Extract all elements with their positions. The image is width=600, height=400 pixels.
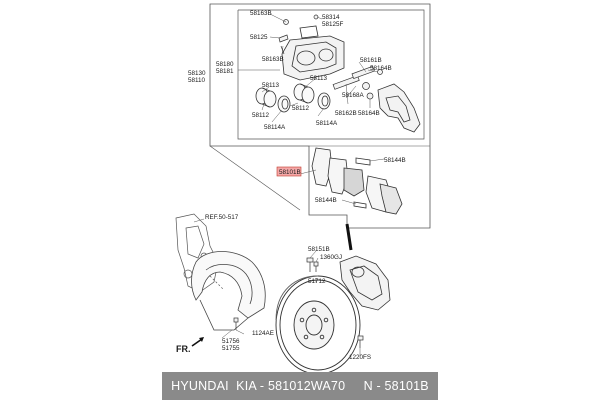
label-58314: 58314 [322,14,340,21]
mounting-bolts [233,257,364,348]
label-58130: 58130 [188,70,206,77]
label-58161B: 58161B [360,57,382,64]
highlight-58101B [276,166,302,177]
label-58113: 58113 [310,75,328,82]
label-58125: 58125 [250,34,268,41]
label-58125F: 58125F [322,21,344,28]
caliper-assembly-frame [209,3,431,251]
label-58110: 58110 [188,77,206,84]
label-58162B: 58162B [335,110,357,117]
label-58180: 58180 [216,61,234,68]
label-58114A: 58114A [316,120,338,127]
label-51756: 51756 [222,338,240,345]
label-58163B: 58163B [250,10,272,17]
label-58144B: 58144B [315,197,337,204]
label-58114A: 58114A [264,124,286,131]
guide-pins [278,14,383,100]
label-58112: 58112 [252,112,270,119]
caliper-bracket [377,83,421,133]
steering-knuckle [175,213,225,293]
label-51755: 51755 [222,345,240,352]
part-labels: 58163B 58314 58125F 58125 58163B 58180 5… [176,10,406,361]
label-1360GJ: 1360GJ [320,254,342,261]
caliper-housing [281,25,345,81]
dust-shield [191,251,266,331]
label-58164B: 58164B [370,65,392,72]
label-58181: 58181 [216,68,234,75]
brake-disc [275,275,361,372]
label-1124AE: 1124AE [252,330,274,337]
label-58112: 58112 [292,105,310,112]
label-58113: 58113 [262,82,280,89]
label-58101B: 58101B [279,169,301,176]
label-51712: 51712 [308,278,326,285]
front-direction-arrow [191,337,204,347]
label-58144B: 58144B [384,157,406,164]
label-58151B: 58151B [308,246,330,253]
leader-lines [193,13,385,356]
part-number-caption: HYUNDAI KIA - 581012WA70 N - 58101B [162,372,438,400]
piston-seal-kit [255,83,331,113]
brake-assembly-diagram: 58163B 58314 58125F 58125 58163B 58180 5… [175,3,431,372]
label-58168A: 58168A [342,92,365,99]
label-58163B: 58163B [262,56,284,63]
caliper-assembled [339,255,391,311]
label-1220FS: 1220FS [349,354,371,361]
label-58164B: 58164B [358,110,380,117]
brake-pads [311,147,403,215]
label-ref-50-517: REF.50-517 [205,214,239,221]
label-front: FR. [176,344,191,354]
